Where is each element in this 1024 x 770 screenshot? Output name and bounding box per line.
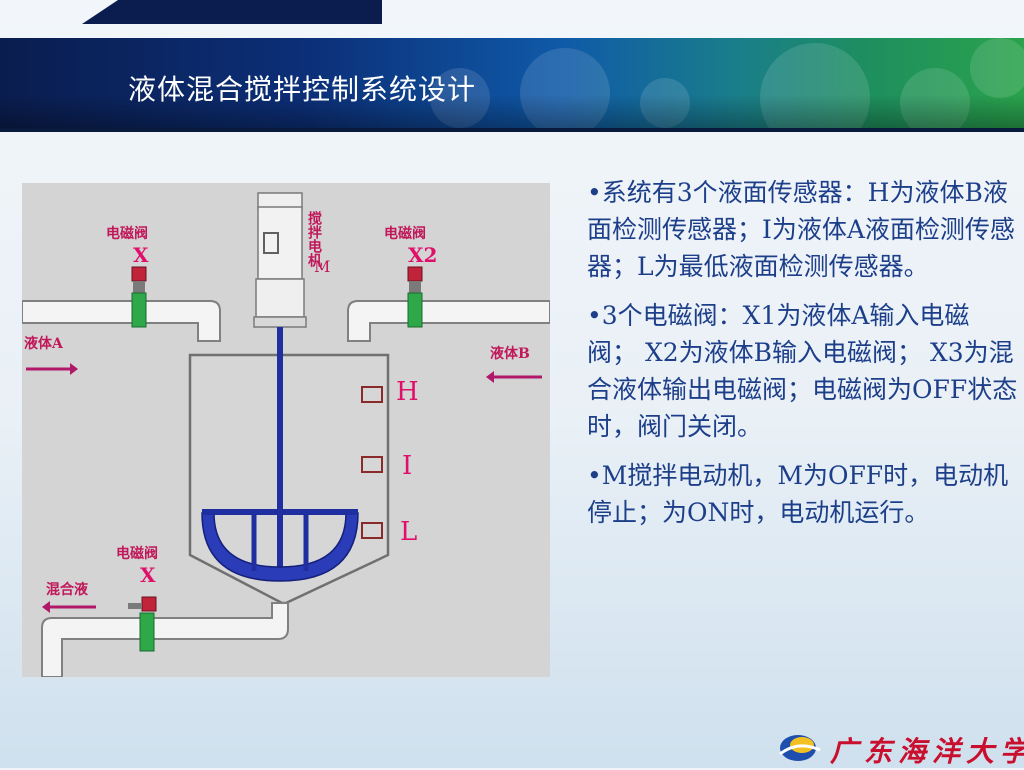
flow-arrow-a: [26, 363, 78, 375]
bullet-sensors: •系统有3个液面传感器：H为液体B液面检测传感器；I为液体A液面检测传感器；L为…: [587, 178, 1015, 281]
flow-arrow-b: [486, 371, 542, 383]
sensor-h-label: H: [396, 377, 419, 407]
banner-tab: [82, 0, 382, 24]
diagram-drawing: [22, 192, 550, 677]
tank-body: [188, 353, 390, 605]
bullet-motor: •M搅拌电动机，M为OFF时，电动机停止；为ON时，电动机运行。: [587, 461, 1009, 527]
mixing-tank-diagram: 电磁阀 X 电磁阀 X2 电磁阀 X 搅拌电机 M 液体A 液体B 混合液 H …: [22, 183, 550, 677]
university-emblem-icon: [779, 735, 821, 761]
bullet-valves: •3个电磁阀：X1为液体A输入电磁阀； X2为液体B输入电磁阀； X3为混合液体…: [587, 301, 1018, 441]
fluid-a-label: 液体A: [24, 336, 63, 352]
description-list: •系统有3个液面传感器：H为液体B液面检测传感器；I为液体A液面检测传感器；L为…: [587, 174, 1019, 543]
valve-x2-caption: 电磁阀: [384, 226, 426, 242]
valve-x3: [128, 596, 157, 652]
slide-title: 液体混合搅拌控制系统设计: [128, 73, 477, 106]
valve-x3-caption: 电磁阀: [116, 546, 158, 562]
motor-caption: 搅拌电机: [306, 211, 322, 267]
mixed-fluid-label: 混合液: [46, 582, 88, 598]
header-banner: [0, 38, 1024, 132]
motor-label: M: [314, 257, 331, 276]
valve-x2: [407, 266, 423, 328]
valve-x1-label: X: [133, 243, 149, 267]
flow-arrow-mixed: [42, 601, 96, 613]
outlet-pipe: [41, 602, 289, 677]
inlet-pipe-b: [347, 300, 550, 342]
sensor-l-label: L: [400, 517, 418, 547]
sensor-l-box: [361, 522, 383, 539]
sensor-h-box: [361, 386, 383, 403]
valve-x1: [131, 266, 147, 328]
valve-x1-caption: 电磁阀: [106, 226, 148, 242]
stirrer-motor: [253, 192, 307, 328]
sensor-i-box: [361, 456, 383, 473]
fluid-b-label: 液体B: [490, 346, 530, 362]
valve-x3-label: X: [140, 563, 156, 587]
valve-x2-label: X2: [408, 243, 438, 267]
sensor-i-label: I: [402, 451, 413, 481]
inlet-pipe-a: [22, 300, 221, 342]
university-logo-text: 广东海洋大学: [830, 735, 1024, 768]
stirrer-blades: [201, 327, 359, 582]
